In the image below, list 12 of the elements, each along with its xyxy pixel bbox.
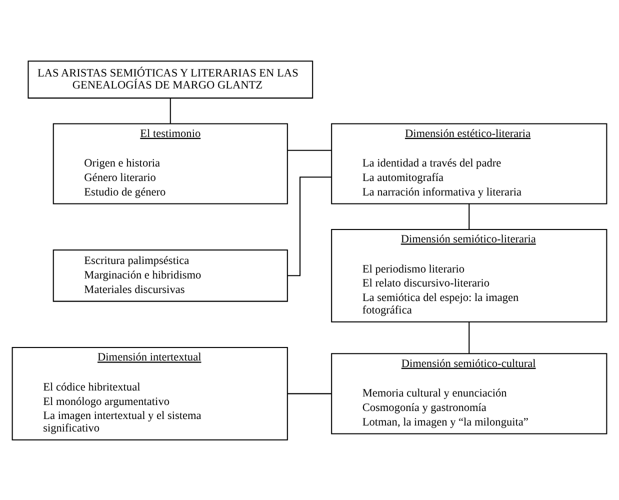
node-box: Dimensión semiótico-cultural Memoria cultural y enunciación Cosmogonía y gastronomía Lotman, la imagen y “la milonguita”	[331, 352, 608, 434]
connector	[288, 149, 332, 150]
node-box: Escritura palimpséstica Marginación e hibridismo Materiales discursivas	[52, 248, 288, 302]
node-box: Dimensión estético-literaria La identidad a través del padre La automitografía La narración informativa y literaria	[331, 122, 608, 204]
connector	[468, 203, 470, 229]
node-box: LAS ARISTAS SEMIÓTICAS Y LITERARIAS EN LAS GENEALOGÍAS DE MARGO GLANTZ	[28, 60, 314, 98]
node-box: El testimonio Origen e historia Género literario Estudio de género	[52, 122, 288, 204]
node-box: Dimensión semiótico-literaria El periodismo literario El relato discursivo-literario La semiótica del espejo: la imagen fotográfica	[331, 228, 608, 322]
connector	[170, 98, 171, 123]
node-box: Dimensión intertextual El códice hibritextual El monólogo argumentativo La imagen intertextual y el sistema significativo	[12, 346, 288, 440]
connector	[288, 392, 332, 394]
connector	[468, 321, 470, 354]
